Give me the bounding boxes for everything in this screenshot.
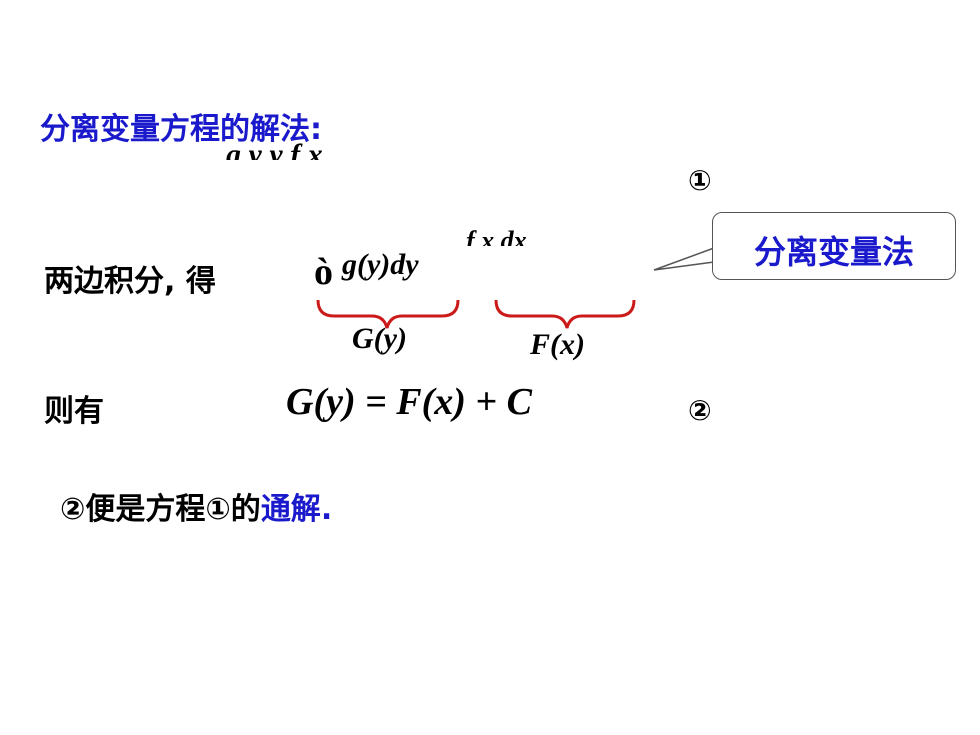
brace-label-G: G(y) xyxy=(352,322,407,355)
callout-pointer xyxy=(653,247,715,271)
integral-right-fragment: f x dx xyxy=(466,226,527,246)
conclusion-line: ②便是方程①的通解. xyxy=(60,484,332,528)
integrate-both-sides-text: 两边积分, 得 xyxy=(44,264,216,299)
general-solution-equation: G(y) = F(x) + C xyxy=(286,381,532,423)
general-solution-term: 通解 xyxy=(260,492,321,527)
equation-1-fragment: g y y f x xyxy=(226,138,323,160)
brace-right xyxy=(494,299,636,329)
then-text: 则有 xyxy=(44,394,104,429)
conclusion-period: . xyxy=(320,492,333,527)
integral-left-side: g(y)dy xyxy=(342,248,419,281)
integral-sign: ò xyxy=(314,251,333,293)
equation-1-marker: ① xyxy=(688,164,712,197)
brace-left xyxy=(316,299,460,329)
equation-2-marker: ② xyxy=(688,394,712,427)
callout-box: 分离变量法 xyxy=(712,212,956,280)
page-title: 分离变量方程的解法: xyxy=(40,112,322,147)
brace-label-F: F(x) xyxy=(530,328,585,361)
conclusion-prefix: ②便是方程①的 xyxy=(60,492,261,527)
callout-label: 分离变量法 xyxy=(753,233,914,271)
